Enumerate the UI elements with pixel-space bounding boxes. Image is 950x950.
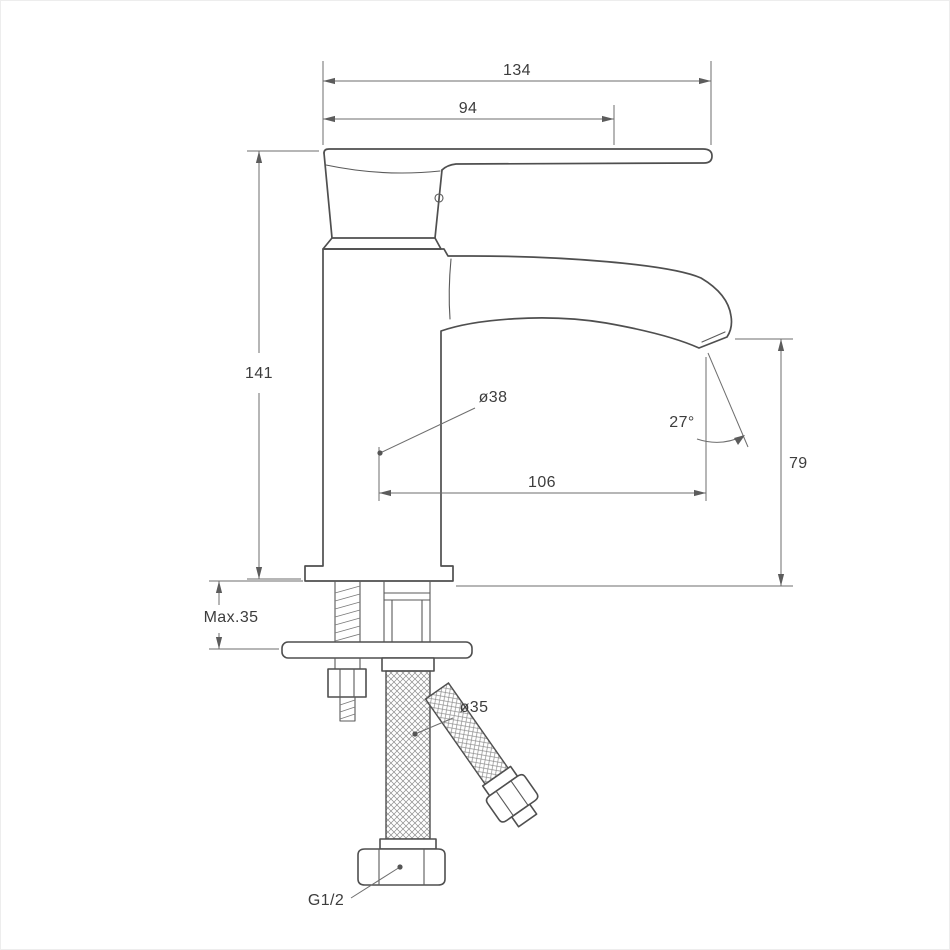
callout-label-d38: ø38 [479,389,508,406]
braided-hose-vertical [385,670,431,840]
hose-fitting [383,580,431,643]
callout-label-27deg: 27° [669,414,694,431]
callout-spout-angle: 27° [669,352,749,448]
dimension-label-134: 134 [503,62,531,79]
dimension-outlet-height: 79 [456,338,808,587]
handle-hub-right [434,169,443,239]
dimension-overall-length: 134 [322,61,712,145]
hose-collar-bottom [379,838,437,850]
dimension-lever-length: 94 [323,100,615,145]
supply-hoses [357,657,539,886]
dimension-spout-reach: 106 [378,357,707,501]
callout-label-d35: ø35 [460,699,489,716]
dimension-label-141: 141 [245,365,273,382]
callout-label-g12: G1/2 [308,892,344,909]
stud-tip [339,696,356,722]
lever-handle [323,148,713,171]
hose-nut-diagonal [485,773,539,823]
handle-hub [323,152,333,239]
dimension-label-max35: Max.35 [204,609,259,626]
hose-ferrule-top [381,657,435,672]
body-spout-outline [304,248,733,582]
stud-tip-hatch [339,699,356,720]
collar-ring [322,237,442,250]
mounting-hardware [281,580,473,722]
hose-nut-diagonal-facets [495,780,529,817]
dimension-label-94: 94 [459,100,478,117]
set-screw-icon [434,193,444,203]
callout-thread: G1/2 [308,864,403,909]
dimension-label-79: 79 [789,455,808,472]
braided-hose-diagonal [424,681,539,828]
hose-tip-diagonal [510,803,538,828]
angle-arrowhead-icon [734,435,745,445]
mounting-stud [334,580,361,643]
mounting-washer [281,641,473,659]
callout-hole-diameter: ø35 [412,699,488,737]
aerator-line [701,331,726,343]
g12-nut-facets [378,848,425,886]
mounting-nut [327,668,367,698]
mounting-stud-lower [334,657,361,670]
callout-body-diameter: ø38 [377,389,507,456]
dimension-max-thickness: Max.35 [204,580,303,650]
hub-seam [325,164,441,174]
mounting-nut-facets [339,668,355,698]
dimension-height: 141 [245,150,319,580]
stud-thread-hatch [334,585,361,642]
spout-joint-line [448,258,452,320]
dimension-label-106: 106 [528,474,556,491]
faucet-body [304,148,733,582]
